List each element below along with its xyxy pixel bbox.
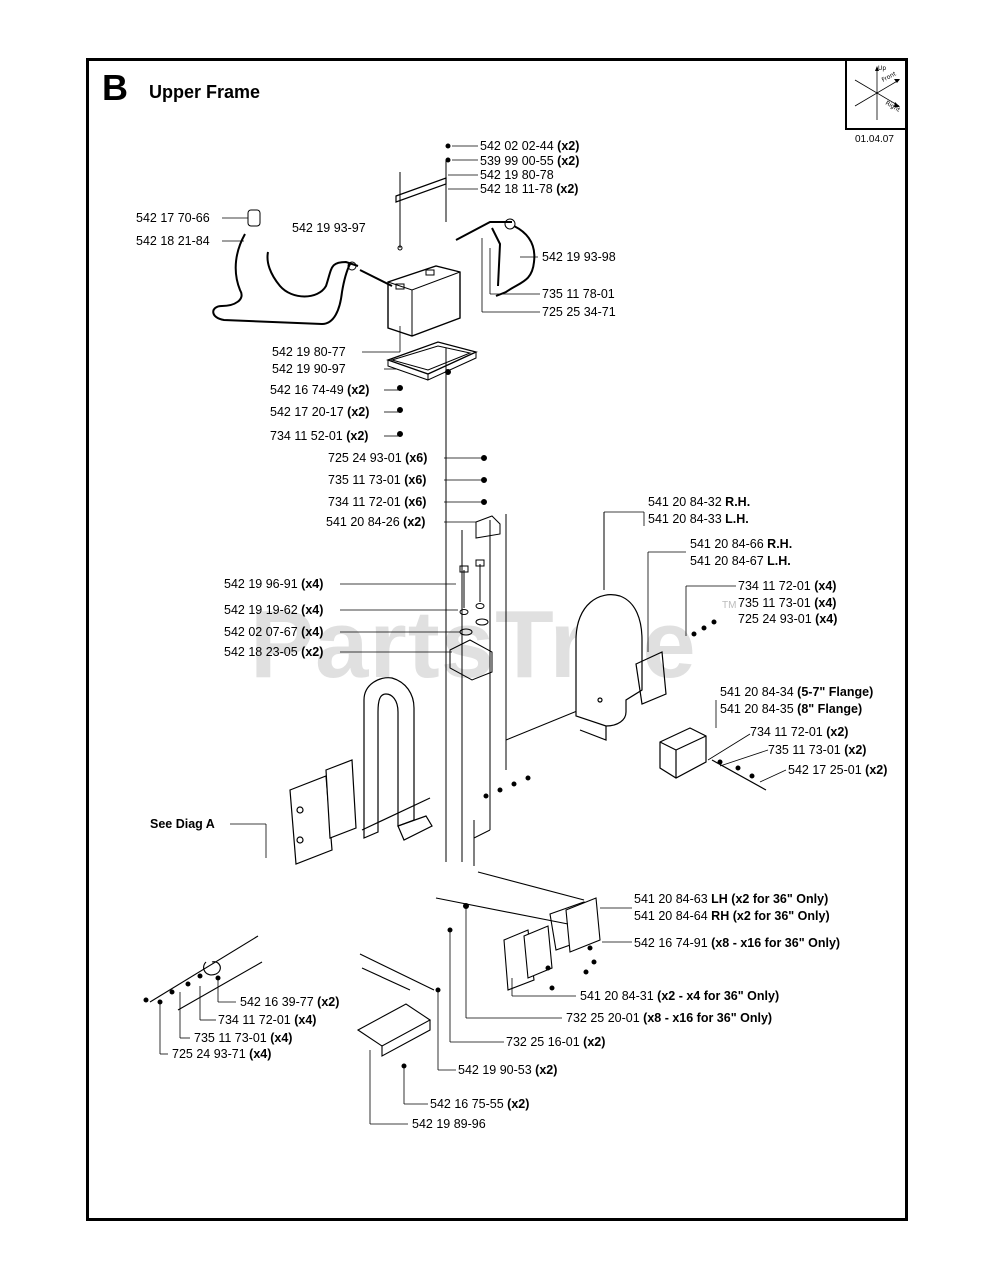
part-label: 541 20 84-31 (x2 - x4 for 36" Only) [580,989,780,1003]
part-label: 725 24 93-01 (x6) [328,451,428,465]
part-label: 542 19 89-96 [412,1117,486,1131]
left-mount-assembly [289,677,433,865]
part-label: 732 25 16-01 (x2) [506,1035,606,1049]
lower-plates [435,871,601,991]
part-label: 542 19 19-62 (x4) [224,603,324,617]
part-label: 542 19 93-97 [292,221,366,235]
bolts [459,559,489,636]
part-label: 734 11 72-01 (x2) [750,725,849,739]
part-label: 542 16 74-49 (x2) [270,383,370,397]
part-label: 541 20 84-32 R.H. [648,495,751,509]
part-label: 542 19 90-97 [272,362,346,376]
date-code: 01.04.07 [855,134,894,145]
part-label: 735 11 73-01 (x6) [328,473,427,487]
part-label: 542 19 96-91 (x4) [224,577,324,591]
part-label: 734 11 72-01 (x4) [738,579,837,593]
right-shroud [575,594,667,741]
watermark-tm: TM [722,600,737,611]
part-label: 542 17 70-66 [136,211,210,225]
battery-hold-down [395,160,447,251]
battery-tray [386,341,478,381]
hardware-dots [143,619,755,1069]
leader-lines [159,145,787,1125]
part-label: 542 19 80-78 [480,168,554,182]
section-letter: B [102,67,128,108]
part-label: 542 02 02-44 (x2) [480,139,580,153]
part-label: 542 16 75-55 (x2) [430,1097,530,1111]
lower-tray [356,953,435,1057]
part-label: 542 18 21-84 [136,234,210,248]
fastener-stack [397,143,487,505]
battery [387,265,461,337]
orientation-box [845,58,908,130]
orient-up-label: Up [878,65,886,72]
part-label: 541 20 84-34 (5-7" Flange) [720,685,874,699]
part-label: 542 18 23-05 (x2) [224,645,324,659]
section-title: Upper Frame [149,82,261,102]
lower-left-rod [149,935,263,1011]
part-label: 734 11 72-01 (x6) [328,495,427,509]
part-label: 542 17 25-01 (x2) [788,763,888,777]
terminal-cover [247,209,261,227]
part-label: 735 11 73-01 (x2) [768,743,867,757]
part-label: 541 20 84-35 (8" Flange) [720,702,863,716]
see-diagram-note: See Diag A [150,817,215,831]
lower-bracket [449,639,493,681]
part-label: 541 20 84-67 L.H. [690,554,791,568]
part-label: 734 11 72-01 (x4) [218,1013,317,1027]
part-label: 542 02 07-67 (x4) [224,625,324,639]
part-label: 542 17 20-17 (x2) [270,405,370,419]
part-label: 541 20 84-63 LH (x2 for 36" Only) [634,892,829,906]
part-label: 725 24 93-71 (x4) [172,1047,272,1061]
part-label: 735 11 73-01 (x4) [738,596,837,610]
orientation-axes-icon: Up Front Right [854,65,902,120]
main-post [445,348,605,866]
part-label: 542 16 74-91 (x8 - x16 for 36" Only) [634,936,841,950]
part-label: 542 16 39-77 (x2) [240,995,340,1009]
part-label: 725 24 93-01 (x4) [738,612,838,626]
part-label: 735 11 73-01 (x4) [194,1031,293,1045]
support-bracket [475,515,501,539]
part-label: 541 20 84-64 RH (x2 for 36" Only) [634,909,830,923]
cable-clamp [347,261,357,271]
part-label: 735 11 78-01 [542,287,615,301]
part-label: 732 25 20-01 (x8 - x16 for 36" Only) [566,1011,773,1025]
part-label: 539 99 00-55 (x2) [480,154,580,168]
part-label: 541 20 84-33 L.H. [648,512,749,526]
part-label: 734 11 52-01 (x2) [270,429,369,443]
flange-box [659,727,767,791]
part-label: 541 20 84-26 (x2) [326,515,426,529]
part-label: 542 19 93-98 [542,250,616,264]
diagram-frame [86,58,908,1221]
part-label: 725 25 34-71 [542,305,616,319]
part-label: 542 19 80-77 [272,345,346,359]
part-label: 541 20 84-66 R.H. [690,537,793,551]
battery-cables [212,221,536,326]
part-label: 542 19 90-53 (x2) [458,1063,558,1077]
part-label: 542 18 11-78 (x2) [480,182,579,196]
